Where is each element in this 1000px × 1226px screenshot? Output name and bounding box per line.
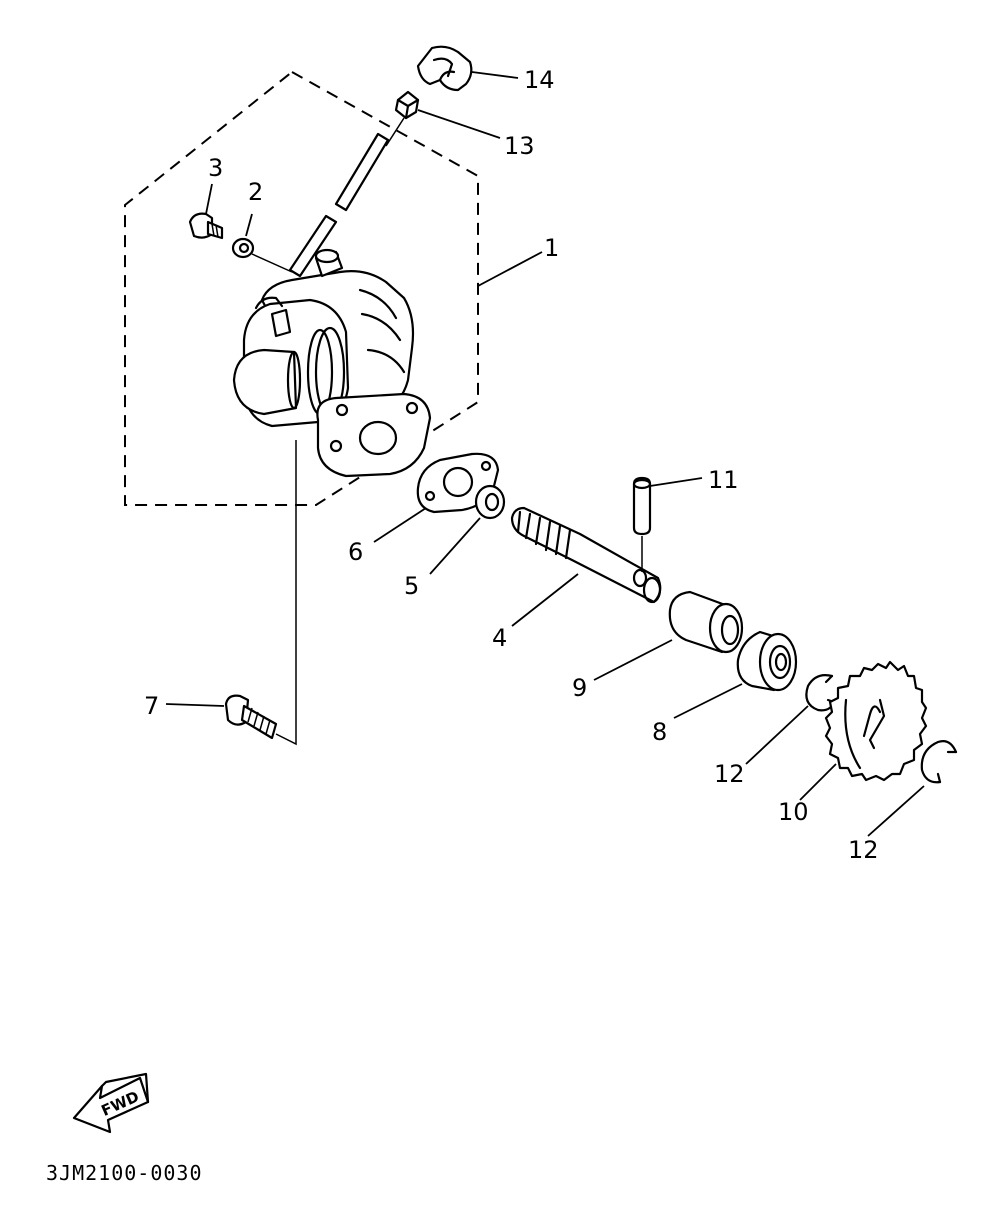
part-1-pump-assembly[interactable] [232,248,432,478]
callout-2: 2 [248,178,263,206]
part-5-oil-seal[interactable] [474,484,506,520]
callout-9: 9 [572,674,587,702]
part-13-collar[interactable] [394,90,420,120]
callout-12b: 12 [848,836,879,864]
cable-lower [288,214,338,278]
callout-11: 11 [708,466,739,494]
part-4-worm-shaft[interactable] [510,506,662,604]
part-9-collar[interactable] [668,590,744,654]
part-2-washer[interactable] [231,237,255,259]
cable-upper [334,132,390,212]
callout-12a: 12 [714,760,745,788]
leader-lines [165,71,925,837]
part-10-gear[interactable] [824,660,928,782]
part-14-clip[interactable] [416,45,473,92]
callout-4: 4 [492,624,507,652]
callout-3: 3 [208,154,223,182]
part-7-bolt[interactable] [224,694,278,740]
callout-7: 7 [144,692,159,720]
callout-8: 8 [652,718,667,746]
drawing-code: 3JM2100-0030 [46,1161,203,1185]
callout-6: 6 [348,538,363,566]
callout-labels: 14 13 1 3 2 6 5 4 11 9 8 12 10 12 7 [144,66,879,864]
callout-1: 1 [544,234,559,262]
callout-14: 14 [524,66,555,94]
part-3-screw[interactable] [188,212,224,240]
assembly-boundary [124,70,479,506]
fwd-arrow-icon: FWD [72,1072,150,1134]
callout-10: 10 [778,798,809,826]
part-8-bearing[interactable] [736,630,798,692]
callout-5: 5 [404,572,419,600]
part-11-pin[interactable] [632,476,652,536]
callout-13: 13 [504,132,535,160]
part-12-circlip-b[interactable] [920,740,958,784]
